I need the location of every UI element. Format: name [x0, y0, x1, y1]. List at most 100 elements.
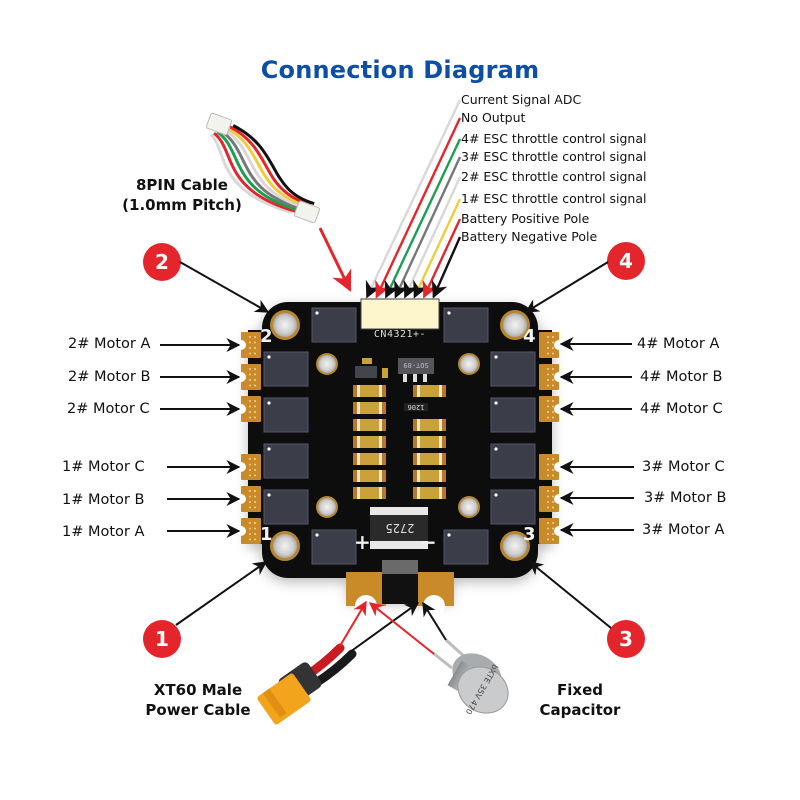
esc-board	[248, 302, 552, 600]
cable-connector-top	[205, 112, 233, 136]
badge-4: 4	[607, 242, 645, 280]
pad-via	[552, 411, 554, 413]
corner-number-2: 2	[260, 326, 273, 347]
power-pad-negative	[414, 572, 454, 606]
pad-via	[254, 347, 256, 349]
cap-end	[442, 453, 446, 465]
cap-end	[413, 487, 417, 499]
cap-band	[417, 436, 420, 448]
mosfet-pin1-dot	[315, 311, 319, 315]
cap-band	[417, 419, 420, 431]
smd-capacitor	[413, 453, 446, 465]
smd-capacitor	[353, 470, 386, 482]
regulator-pin	[413, 374, 417, 382]
mosfet	[490, 443, 536, 479]
badge-2-arrow	[179, 261, 270, 313]
cap-band	[417, 487, 420, 499]
cap-end	[413, 470, 417, 482]
mosfet	[311, 307, 357, 343]
pad-via	[249, 474, 251, 477]
corner-number-4: 4	[523, 326, 536, 347]
badge-3-arrow	[528, 561, 612, 629]
signal-label-current-adc: Current Signal ADC	[461, 92, 582, 107]
motor-pad-left	[241, 396, 261, 422]
cap-end	[413, 419, 417, 431]
motor-pad-right	[539, 454, 559, 480]
cap-end	[442, 385, 446, 397]
motor-label-1a: 1# Motor A	[62, 524, 145, 540]
pad-via	[249, 368, 251, 370]
pad-via	[249, 501, 251, 503]
pad-via	[249, 341, 251, 344]
pad-via	[547, 533, 549, 535]
signal-label-no-output: No Output	[461, 110, 526, 125]
capacitor-marking: bXTE 35V 470	[464, 663, 500, 716]
pad-via	[552, 495, 554, 498]
pad-via	[547, 538, 549, 541]
cable-label-line1: 8PIN Cable	[136, 176, 228, 194]
cable-pointer-arrow	[318, 227, 352, 292]
pad-via	[547, 368, 549, 370]
cap-end	[442, 487, 446, 499]
cap-band	[439, 436, 442, 448]
cap-end	[382, 402, 386, 414]
mosfet-pin1-dot	[315, 533, 319, 537]
diagram-title: Connection Diagram	[260, 56, 540, 84]
pad-notch	[554, 526, 564, 536]
cap-end	[442, 419, 446, 431]
mounting-hole-center	[273, 313, 297, 337]
regulator-pin	[423, 374, 427, 382]
motor-label-1b: 1# Motor B	[62, 492, 145, 508]
cap-band	[357, 385, 360, 397]
pad-via	[249, 411, 251, 413]
regulator-label: SOT-89	[403, 361, 429, 369]
xt60-label-line2: Power Cable	[145, 701, 251, 719]
signal-wire	[384, 138, 462, 299]
pad-via	[249, 458, 251, 460]
pad-via	[552, 490, 554, 492]
mosfet-pin1-dot	[447, 311, 451, 315]
pad-notch	[554, 494, 564, 504]
cap-band	[379, 470, 382, 482]
smd-capacitor	[353, 419, 386, 431]
signal-wire	[413, 198, 462, 299]
cap-band	[357, 436, 360, 448]
power-pad-notch	[355, 595, 377, 617]
power-pad-positive	[346, 572, 386, 606]
pad-via	[547, 384, 549, 387]
mosfet-pin1-dot	[494, 355, 498, 359]
pad-notch	[554, 340, 564, 350]
pad-via	[254, 368, 256, 370]
pad-notch	[554, 372, 564, 382]
pad-via	[552, 347, 554, 349]
mosfet	[490, 397, 536, 433]
pad-via	[552, 341, 554, 344]
pad-via	[249, 373, 251, 376]
badge-2: 2	[143, 243, 181, 281]
cap-band	[379, 436, 382, 448]
cap-end	[382, 470, 386, 482]
pad-via	[552, 506, 554, 509]
xt60-connector-image	[257, 643, 357, 725]
cap-band	[357, 402, 360, 414]
pad-notch	[236, 372, 246, 382]
pad-via	[249, 527, 251, 530]
motor-label-4c: 4# Motor C	[640, 401, 723, 417]
pad-via	[547, 463, 549, 466]
pad-via	[254, 400, 256, 402]
plus-sign: +	[354, 530, 371, 554]
pad-via	[552, 522, 554, 524]
motor-arrows	[160, 337, 634, 538]
smd-capacitor	[413, 385, 446, 397]
smd-capacitor	[413, 487, 446, 499]
pad-via	[547, 347, 549, 349]
motor-label-4b: 4# Motor B	[640, 369, 723, 385]
pad-via	[552, 405, 554, 408]
small-cap	[382, 368, 388, 378]
cap-end	[353, 470, 357, 482]
pad-via	[254, 336, 256, 338]
mosfet	[443, 307, 489, 343]
small-cap	[362, 358, 372, 364]
cap-band	[379, 419, 382, 431]
